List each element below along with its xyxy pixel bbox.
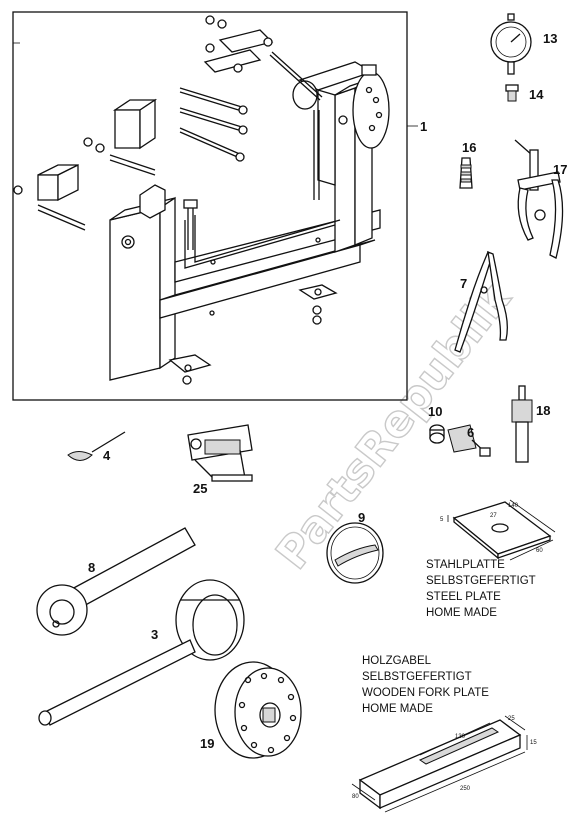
callout-1: 1 bbox=[420, 119, 427, 134]
callout-25: 25 bbox=[193, 481, 207, 496]
callout-9: 9 bbox=[358, 510, 365, 525]
wooden-plate-dim-width: 25 bbox=[508, 716, 515, 722]
assembly-frame-box bbox=[12, 11, 408, 401]
dial-gauge bbox=[490, 13, 532, 75]
steel-plate-line-3: STEEL PLATE bbox=[426, 591, 501, 603]
steel-plate-line-4: HOME MADE bbox=[426, 607, 497, 619]
mounting-brackets bbox=[13, 15, 338, 385]
holding-spanner bbox=[36, 527, 196, 636]
wooden-plate-line-3: WOODEN FORK PLATE bbox=[362, 687, 489, 699]
wooden-plate-line-4: HOME MADE bbox=[362, 703, 433, 715]
wooden-plate-dim-length: 250 bbox=[460, 786, 471, 792]
callout-14: 14 bbox=[529, 87, 544, 102]
gauge-adapter bbox=[505, 84, 519, 102]
circlip-pliers bbox=[454, 250, 508, 353]
callout-6: 6 bbox=[467, 425, 474, 440]
clutch-holder bbox=[38, 579, 245, 726]
callout-18: 18 bbox=[536, 403, 550, 418]
wooden-plate-line-2: SELBSTGEFERTIGT bbox=[362, 671, 472, 683]
threaded-bolt-tool bbox=[447, 424, 491, 457]
engine-stand-frame bbox=[109, 61, 390, 381]
bearing-sleeve bbox=[429, 424, 445, 444]
wooden-plate-dim-slot: 130 bbox=[455, 734, 466, 740]
holding-disc bbox=[326, 522, 384, 584]
steel-plate-line-1: STAHLPLATTE bbox=[426, 559, 505, 571]
steel-plate-drawing bbox=[447, 499, 556, 561]
steel-plate-line-2: SELBSTGEFERTIGT bbox=[426, 575, 536, 587]
steel-plate-dim-width: 60 bbox=[536, 548, 543, 554]
clamp-tool bbox=[187, 424, 253, 482]
threaded-insert-tool bbox=[459, 157, 473, 189]
steel-plate-dim-thickness: 5 bbox=[440, 517, 444, 523]
callout-10: 10 bbox=[428, 404, 442, 419]
callout-8: 8 bbox=[88, 560, 95, 575]
callout-17: 17 bbox=[553, 162, 567, 177]
callout-4: 4 bbox=[103, 448, 111, 463]
steel-plate-dim-hole: 27 bbox=[490, 513, 497, 519]
steel-plate-dim-length: 140 bbox=[508, 503, 519, 509]
callout-3: 3 bbox=[151, 627, 158, 642]
callout-13: 13 bbox=[543, 31, 557, 46]
wooden-plate-dim-depth: 80 bbox=[352, 794, 359, 800]
callout-19: 19 bbox=[200, 736, 214, 751]
slide-hammer bbox=[511, 385, 533, 463]
wooden-plate-dim-height: 15 bbox=[530, 740, 537, 746]
wooden-fork-plate-drawing bbox=[351, 715, 528, 813]
flywheel-puller bbox=[214, 661, 302, 759]
callout-16: 16 bbox=[462, 140, 476, 155]
bearing-puller bbox=[514, 139, 564, 259]
callout-7: 7 bbox=[460, 276, 467, 291]
wooden-plate-line-1: HOLZGABEL bbox=[362, 655, 432, 667]
feeler-key bbox=[67, 431, 126, 461]
